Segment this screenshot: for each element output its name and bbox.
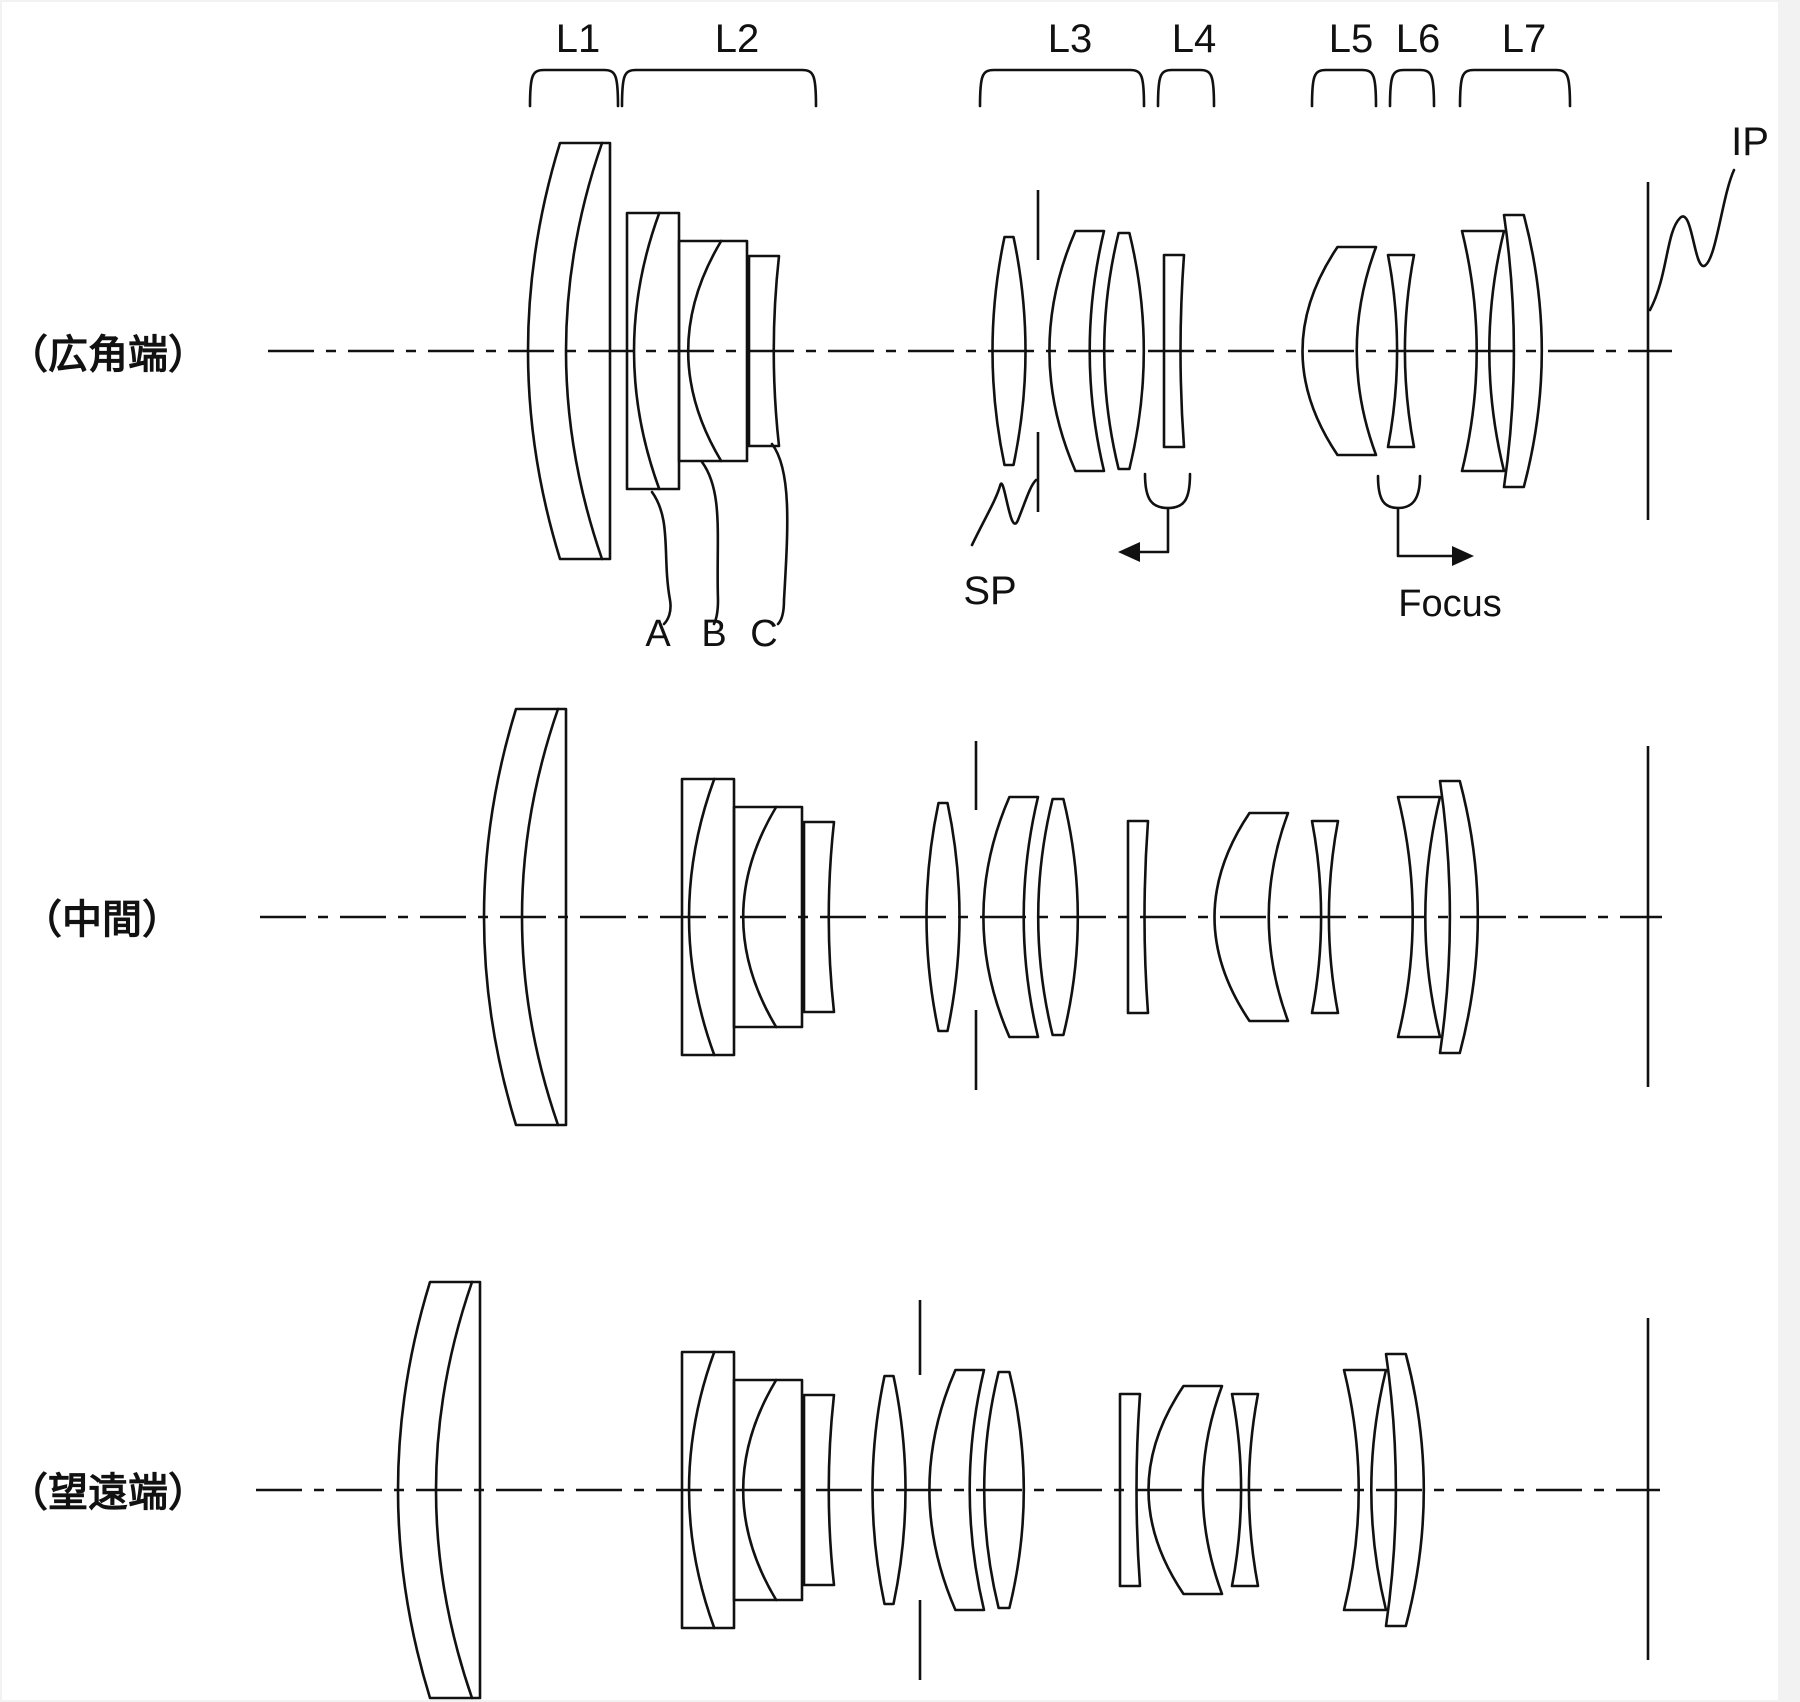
- focus-arrow: [1376, 474, 1474, 566]
- bracket-L6: [1388, 68, 1436, 108]
- L1-doublet-tele: [396, 1280, 482, 1700]
- L2-C-middle: [802, 820, 836, 1014]
- L7-lens2-tele: [1384, 1352, 1426, 1628]
- label-L6: L6: [1396, 17, 1441, 61]
- label-L3: L3: [1048, 17, 1093, 61]
- L4-lens-middle: [1126, 819, 1150, 1015]
- L3-lens2-wide: [1048, 229, 1106, 473]
- L7-lens2-wide: [1502, 213, 1544, 489]
- l4-motion-arrow: [1118, 472, 1192, 562]
- label-B: B: [701, 613, 726, 655]
- L2-B-middle: [732, 805, 804, 1029]
- L6-lens-wide: [1386, 253, 1416, 449]
- L2-A-tele-surface: [687, 1350, 716, 1630]
- L7-lens1-tele: [1342, 1368, 1388, 1612]
- L1-doublet-middle-surface: [520, 707, 560, 1127]
- L3-lens3-tele: [982, 1370, 1026, 1610]
- label-A: A: [645, 613, 671, 655]
- L2-B-tele: [732, 1378, 804, 1602]
- L5-lens-wide: [1301, 245, 1378, 457]
- label-C: C: [750, 613, 777, 655]
- leader-A: [650, 490, 672, 626]
- L3-lens1-tele: [871, 1374, 907, 1606]
- L2-B-wide: [677, 239, 749, 463]
- bracket-L2: [620, 68, 818, 108]
- L2-A-middle-surface: [687, 777, 716, 1057]
- label-L1: L1: [556, 17, 601, 61]
- L1-doublet-wide: [526, 141, 612, 561]
- L5-lens-tele: [1147, 1384, 1224, 1596]
- label-L4: L4: [1172, 17, 1217, 61]
- label-L7: L7: [1502, 17, 1547, 61]
- label-IP: IP: [1731, 120, 1769, 164]
- L2-A-tele: [680, 1350, 736, 1630]
- row-title-tele: （望遠端）: [8, 1470, 208, 1516]
- L2-A-middle: [680, 777, 736, 1057]
- sp-leader: [970, 478, 1038, 547]
- label-SP: SP: [963, 569, 1016, 613]
- L2-B-wide-surface: [686, 239, 723, 463]
- L7-lens1-middle: [1396, 795, 1442, 1039]
- L5-lens-middle: [1213, 811, 1290, 1023]
- L4-lens-tele: [1118, 1392, 1142, 1588]
- L3-lens3-wide: [1102, 231, 1146, 471]
- L2-B-tele-surface: [741, 1378, 778, 1602]
- leader-C: [770, 442, 789, 626]
- L3-lens2-middle: [982, 795, 1040, 1039]
- L4-lens-wide: [1162, 253, 1186, 449]
- L7-lens2-middle: [1438, 779, 1480, 1055]
- L2-C-wide: [747, 254, 781, 448]
- L6-lens-middle: [1310, 819, 1340, 1015]
- bracket-L7: [1458, 68, 1572, 108]
- group-brackets: [528, 68, 1572, 108]
- L3-lens3-middle: [1036, 797, 1080, 1037]
- L1-doublet-tele-surface: [434, 1280, 474, 1700]
- label-focus: Focus: [1398, 583, 1501, 625]
- bracket-L3: [978, 68, 1146, 108]
- L3-lens2-tele: [928, 1368, 986, 1612]
- L6-lens-tele: [1230, 1392, 1260, 1588]
- leader-B: [700, 460, 720, 626]
- bracket-L4: [1156, 68, 1216, 108]
- L7-lens1-wide: [1460, 229, 1506, 473]
- label-L5: L5: [1329, 17, 1374, 61]
- row-title-middle: （中間）: [22, 897, 182, 943]
- L3-lens1-wide: [991, 235, 1027, 467]
- L2-A-wide-surface: [632, 211, 661, 491]
- bracket-L1: [528, 68, 620, 108]
- row-title-wide: （広角端）: [8, 332, 208, 378]
- bracket-L5: [1310, 68, 1378, 108]
- lens-elements: [396, 141, 1544, 1700]
- L2-B-middle-surface: [741, 805, 778, 1029]
- L3-lens1-middle: [925, 801, 961, 1033]
- L1-doublet-wide-surface: [564, 141, 604, 561]
- label-L2: L2: [715, 17, 760, 61]
- ip-leader: [1648, 168, 1736, 312]
- L2-C-tele: [802, 1393, 836, 1587]
- L1-doublet-middle: [482, 707, 568, 1127]
- L2-A-wide: [625, 211, 681, 491]
